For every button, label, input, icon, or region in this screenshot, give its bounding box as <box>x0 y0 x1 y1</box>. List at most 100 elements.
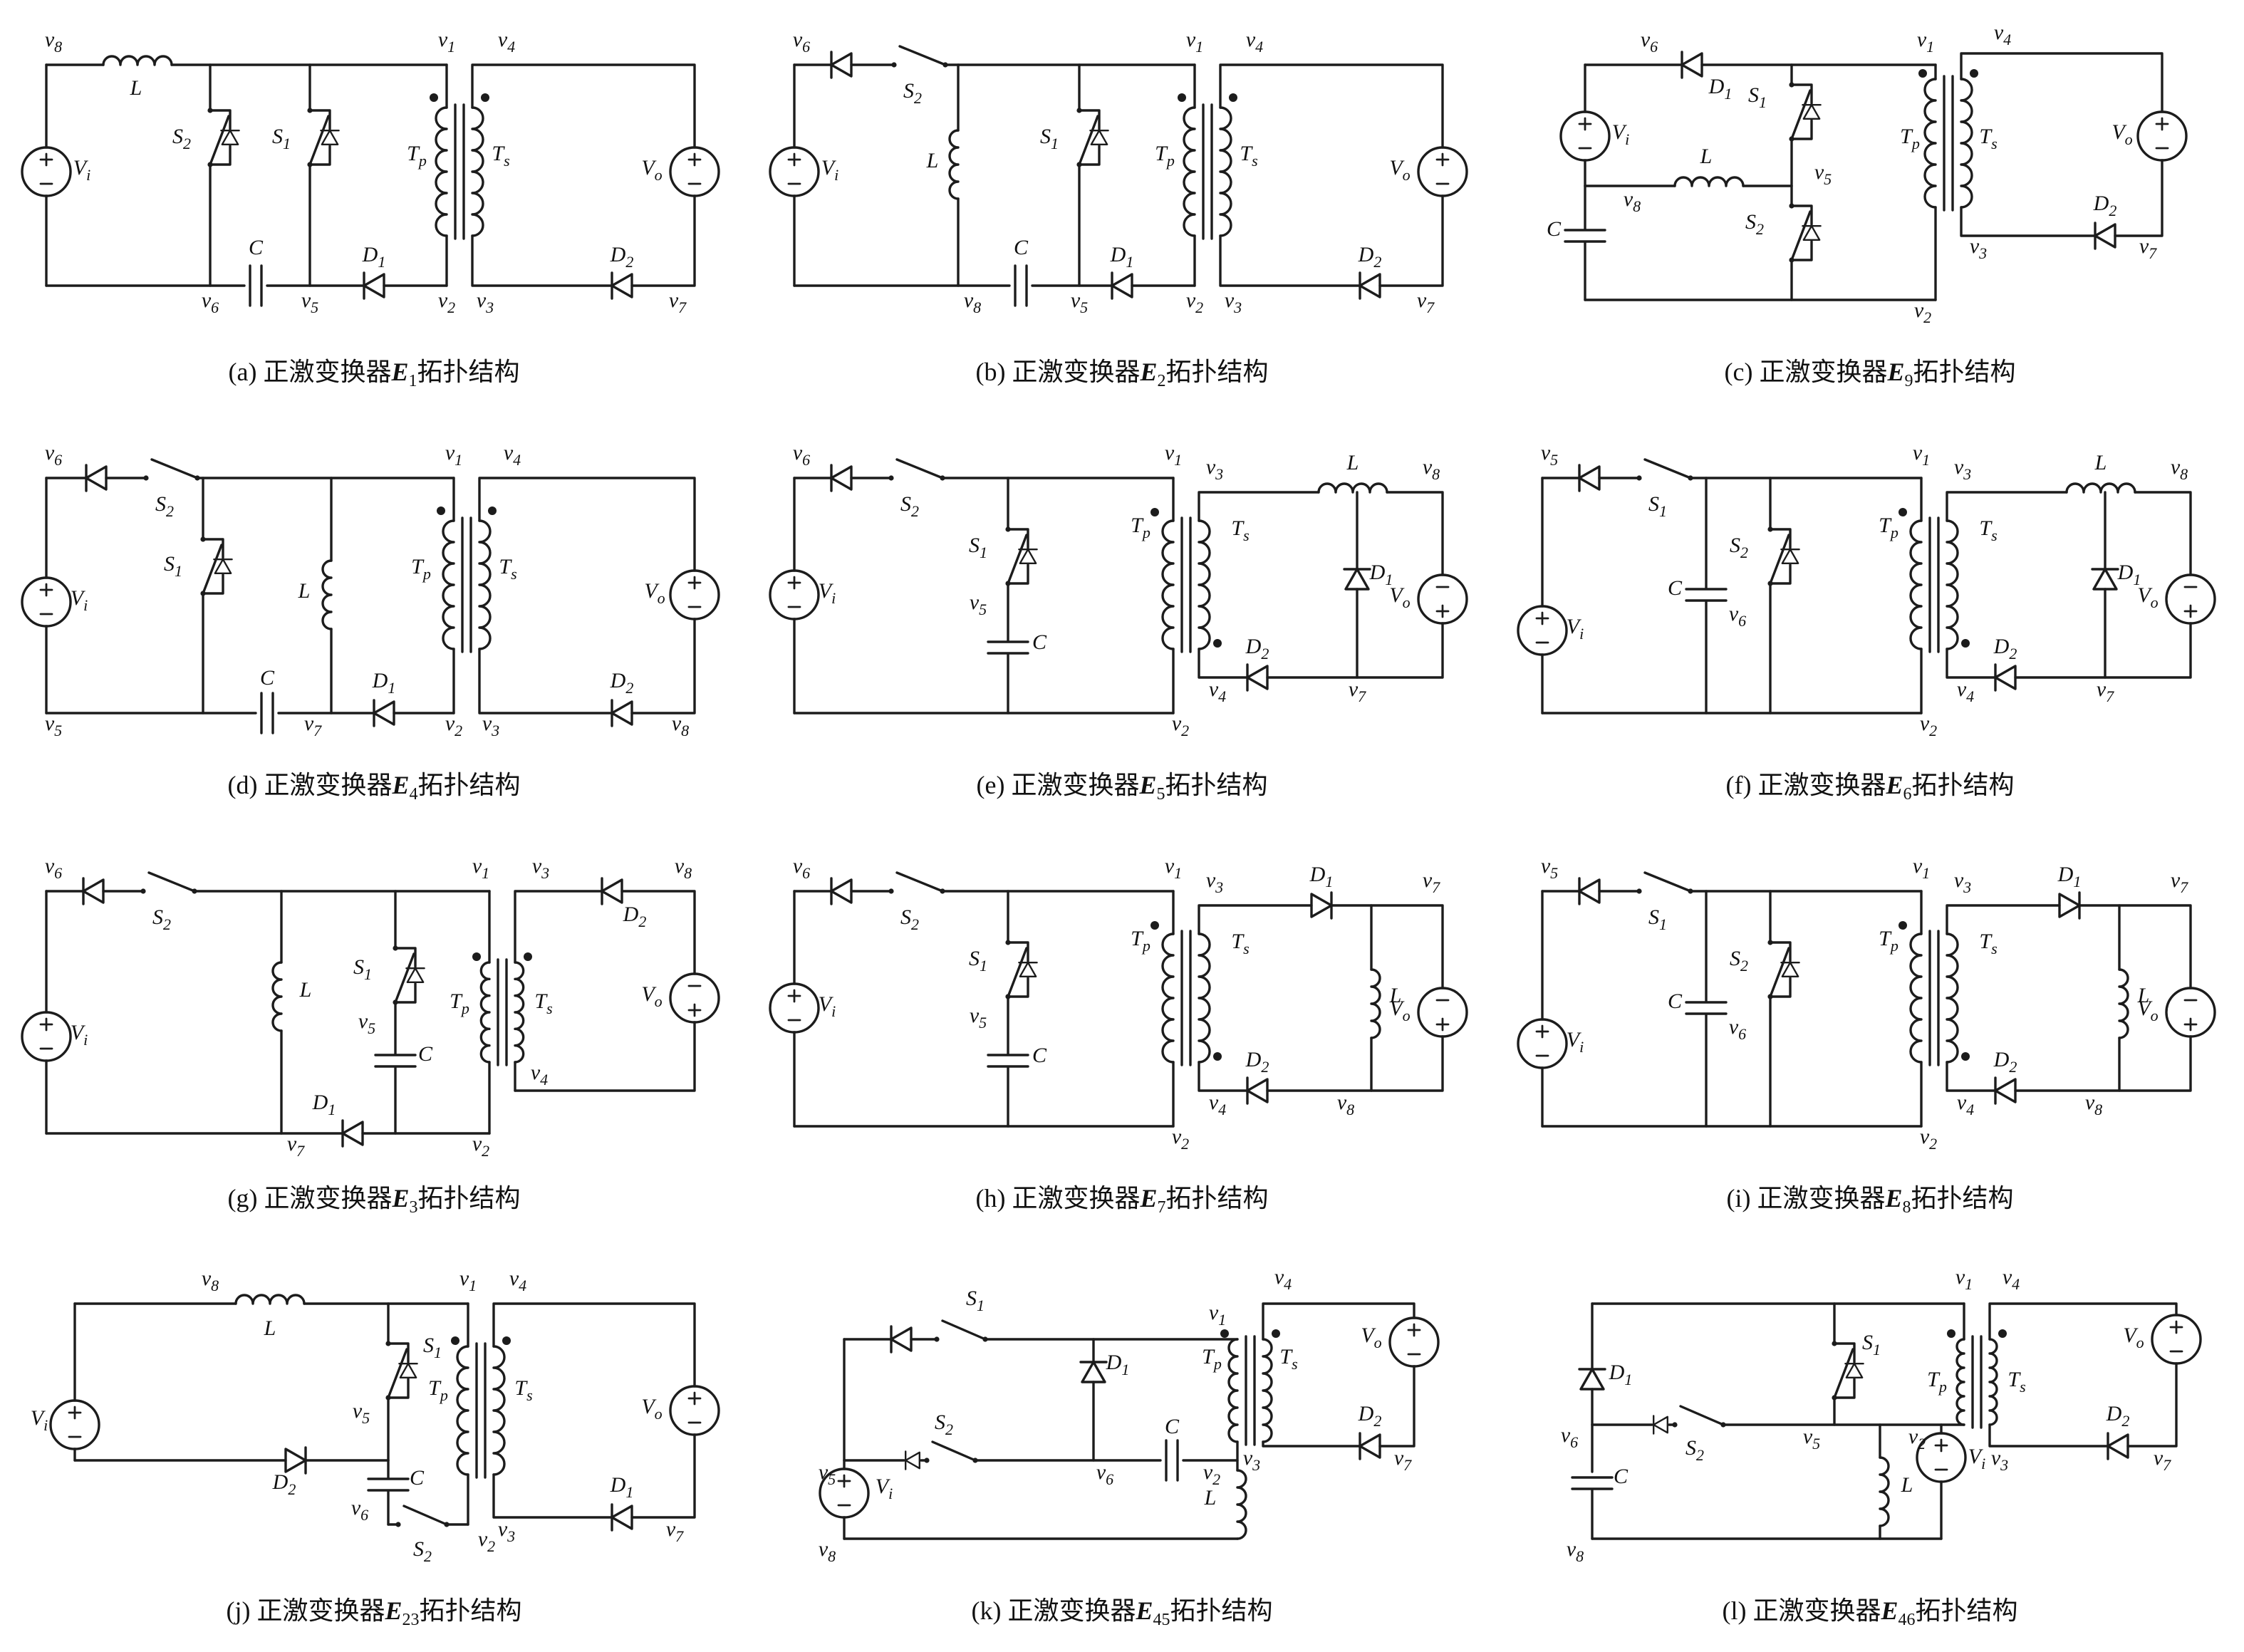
label-Vo: Vo <box>1361 1324 1381 1351</box>
diode-icon <box>1994 1076 2017 1105</box>
label-D1: D1 <box>1309 863 1334 890</box>
diode-icon <box>2107 1432 2129 1461</box>
label-L: L <box>2094 451 2107 474</box>
label-v4: v4 <box>1246 28 1263 56</box>
wire <box>1007 977 1029 998</box>
label-v7: v7 <box>2139 234 2157 262</box>
wire <box>514 890 603 964</box>
label-S1: S1 <box>969 947 987 975</box>
label-S2: S2 <box>152 905 171 933</box>
transformer-icon <box>479 958 525 1066</box>
label-v3: v3 <box>532 854 549 882</box>
polarity-dot-icon <box>1272 1329 1280 1339</box>
label-v3: v3 <box>1991 1446 2008 1474</box>
wire <box>478 477 696 572</box>
wire <box>1198 648 1249 679</box>
label-Vi: Vi <box>1567 1028 1584 1056</box>
switch-icon <box>924 1440 978 1464</box>
wire <box>202 538 224 559</box>
source-icon <box>1417 987 1468 1038</box>
label-S2: S2 <box>903 79 922 107</box>
label-L: L <box>926 149 939 172</box>
transformer-icon <box>456 1342 506 1480</box>
label-v4: v4 <box>1957 677 1974 705</box>
label-Tp: Tp <box>1202 1345 1222 1373</box>
polarity-dot-icon <box>430 93 438 102</box>
switch-icon <box>1636 458 1693 481</box>
label-Ts: Ts <box>2007 1368 2025 1396</box>
label-v5: v5 <box>45 712 62 739</box>
label-D2: D2 <box>2093 192 2117 219</box>
inductor-coil-icon <box>321 559 333 630</box>
figure-caption-e: (e) 正激变换器E5拓扑结构 <box>976 770 1268 804</box>
label-v3: v3 <box>1954 455 1971 483</box>
wire <box>2078 904 2192 989</box>
label-S1: S1 <box>423 1334 442 1361</box>
inductor-coil-icon <box>2118 968 2129 1039</box>
label-Ts: Ts <box>1231 930 1249 957</box>
label-v4: v4 <box>1209 677 1226 705</box>
figure-caption-d: (d) 正激变换器E4拓扑结构 <box>227 770 521 804</box>
figure-caption-h: (h) 正激变换器E7拓扑结构 <box>975 1183 1269 1217</box>
label-C: C <box>1032 630 1047 654</box>
label-S2: S2 <box>1685 1436 1704 1464</box>
wire <box>514 1021 696 1092</box>
label-v5: v5 <box>358 1009 375 1037</box>
inductor-coil-icon <box>234 1294 306 1306</box>
label-v5: v5 <box>1814 160 1832 188</box>
label-D2: D2 <box>1358 1402 1382 1430</box>
label-v2: v2 <box>1908 1425 1926 1453</box>
label-v4: v4 <box>1274 1265 1292 1293</box>
label-v6: v6 <box>1641 28 1658 56</box>
label-v1: v1 <box>1186 28 1203 56</box>
label-C: C <box>1547 217 1562 241</box>
label-Tp: Tp <box>1131 927 1150 955</box>
polarity-dot-icon <box>1229 93 1237 102</box>
polarity-dot-icon <box>1970 68 1978 78</box>
label-v5: v5 <box>1071 289 1088 316</box>
figure-caption-g: (g) 正激变换器E3拓扑结构 <box>227 1183 521 1217</box>
diode-icon <box>830 464 853 492</box>
polarity-dot-icon <box>1213 638 1222 648</box>
label-v6: v6 <box>45 854 62 882</box>
polarity-dot-icon <box>472 952 481 961</box>
label-L: L <box>1204 1486 1217 1510</box>
label-v2: v2 <box>1914 298 1931 326</box>
wire <box>1378 194 1444 287</box>
label-v6: v6 <box>1096 1460 1113 1488</box>
label-v8: v8 <box>1423 455 1440 483</box>
transformer-icon <box>1923 75 1973 212</box>
label-v1: v1 <box>438 28 455 56</box>
wire <box>2014 622 2192 679</box>
label-S2: S2 <box>1745 210 1764 238</box>
label-v8: v8 <box>672 712 689 739</box>
wire <box>1007 563 1029 585</box>
source-icon <box>1517 1018 1568 1069</box>
transformer-icon <box>1909 516 1959 653</box>
wire <box>1007 528 1029 549</box>
wire <box>1219 234 1361 287</box>
label-v6: v6 <box>1729 1015 1746 1043</box>
label-D2: D2 <box>1245 1048 1269 1076</box>
diode-icon <box>1310 891 1333 920</box>
wire <box>1198 491 1320 522</box>
label-v7: v7 <box>304 712 322 739</box>
diode-icon <box>2094 222 2116 250</box>
diode-icon <box>1578 464 1601 492</box>
inductor-coil-icon <box>1317 482 1388 494</box>
label-v7: v7 <box>2097 677 2114 705</box>
label-L: L <box>1700 145 1713 168</box>
polarity-dot-icon <box>1898 507 1907 516</box>
label-Vi: Vi <box>821 156 838 184</box>
source-icon <box>21 576 72 628</box>
label-C: C <box>1614 1465 1629 1488</box>
switch-icon <box>888 458 945 481</box>
label-v3: v3 <box>1225 289 1242 316</box>
